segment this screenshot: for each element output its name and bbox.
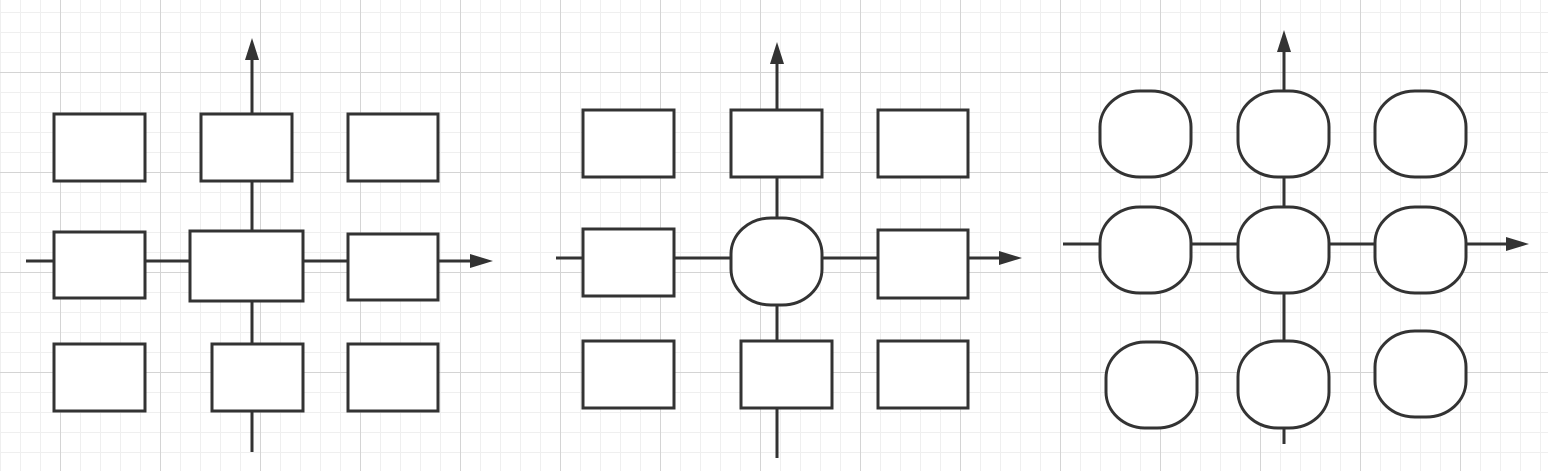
arrowhead-right: [1506, 237, 1529, 251]
node-bottom-left[interactable]: [52, 342, 147, 413]
node-mid-left[interactable]: [52, 230, 147, 300]
node-bottom-right[interactable]: [876, 339, 970, 410]
node-mid-left[interactable]: [581, 227, 676, 298]
node-center[interactable]: [188, 229, 305, 303]
node-top-left[interactable]: [52, 112, 147, 183]
node-top-left[interactable]: [581, 108, 676, 179]
arrowhead-up: [1277, 30, 1291, 52]
node-top-right[interactable]: [876, 108, 970, 179]
node-bottom-center[interactable]: [210, 342, 305, 413]
node-bottom-center[interactable]: [1236, 339, 1331, 430]
node-bottom-right[interactable]: [346, 342, 440, 413]
node-top-center[interactable]: [199, 112, 294, 183]
arrowhead-right: [999, 251, 1022, 265]
node-bottom-left[interactable]: [1104, 340, 1199, 430]
node-bottom-left[interactable]: [581, 339, 676, 410]
diagram-rect-grid: [26, 38, 493, 452]
node-top-right[interactable]: [346, 112, 440, 183]
node-mid-right[interactable]: [876, 228, 970, 300]
arrowhead-up: [770, 42, 784, 64]
node-center[interactable]: [729, 216, 824, 307]
node-bottom-right[interactable]: [1373, 329, 1468, 419]
arrowhead-up: [245, 38, 259, 60]
node-bottom-center[interactable]: [739, 339, 834, 410]
arrowhead-right: [470, 254, 493, 268]
node-top-center[interactable]: [1236, 89, 1331, 179]
node-center[interactable]: [1236, 205, 1331, 295]
node-mid-right[interactable]: [346, 232, 440, 302]
node-mid-right[interactable]: [1373, 205, 1468, 295]
diagram-rounded-grid: [1063, 30, 1529, 444]
node-top-left[interactable]: [1098, 89, 1193, 179]
node-mid-left[interactable]: [1098, 205, 1193, 295]
node-top-center[interactable]: [729, 108, 824, 179]
diagram-circle-center-grid: [556, 42, 1022, 458]
node-top-right[interactable]: [1373, 89, 1468, 179]
